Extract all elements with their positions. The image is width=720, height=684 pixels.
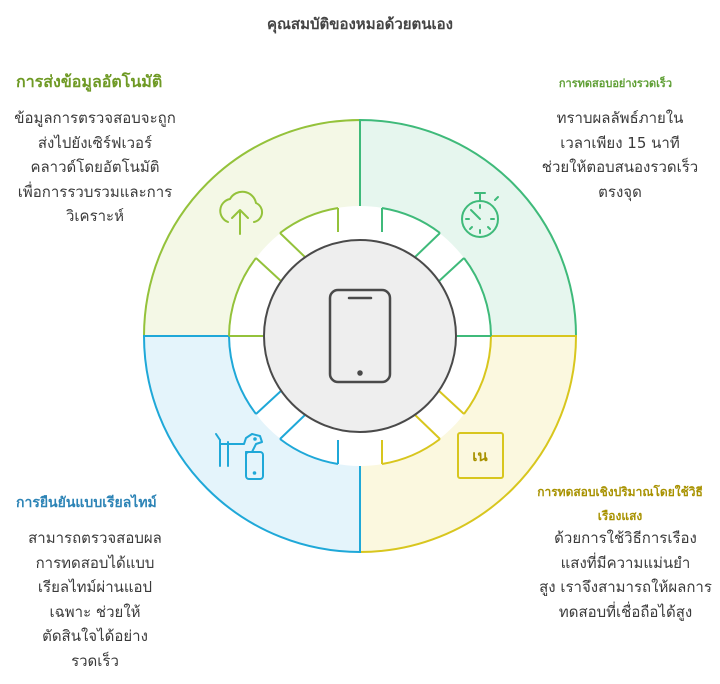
- body-fluorescence: ด้วยการใช้วิธีการเรือง แสงที่มีความแม่นย…: [539, 529, 712, 621]
- heading-auto-data: การส่งข้อมูลอัตโนมัติ: [16, 72, 163, 91]
- cloud-upload-icon: [219, 190, 264, 235]
- stopwatch-icon: [461, 192, 499, 238]
- ring-arc-bottom-right: [381, 335, 492, 465]
- ring-arc-bottom-left: [228, 335, 339, 465]
- heading-realtime: การยืนยันแบบเรียลไทม์: [16, 495, 157, 511]
- center-circle: [263, 239, 457, 433]
- body-auto-data: ข้อมูลการตรวจสอบจะถูก ส่งไปยังเซิร์ฟเวอร…: [14, 109, 176, 225]
- text-badge-icon: เน: [457, 432, 504, 479]
- body-fast-test: ทราบผลลัพธ์ภายใน เวลาเพียง 15 นาที ช่วยใ…: [541, 109, 699, 201]
- dog-phone-icon: [215, 433, 264, 480]
- ring-arc-top-right: [381, 207, 492, 337]
- heading-fluorescence: การทดสอบเชิงปริมาณโดยใช้วิธี เรืองแสง: [537, 485, 703, 523]
- smartphone-icon: [328, 288, 392, 384]
- body-realtime: สามารถตรวจสอบผล การทดสอบได้แบบ เรียลไทม์…: [28, 529, 162, 670]
- page-title: คุณสมบัติของหมอด้วยตนเอง: [266, 15, 454, 33]
- text-badge-label: เน: [472, 447, 488, 465]
- heading-fast-test: การทดสอบอย่างรวดเร็ว: [558, 77, 672, 90]
- ring-arc-top-left: [228, 207, 339, 337]
